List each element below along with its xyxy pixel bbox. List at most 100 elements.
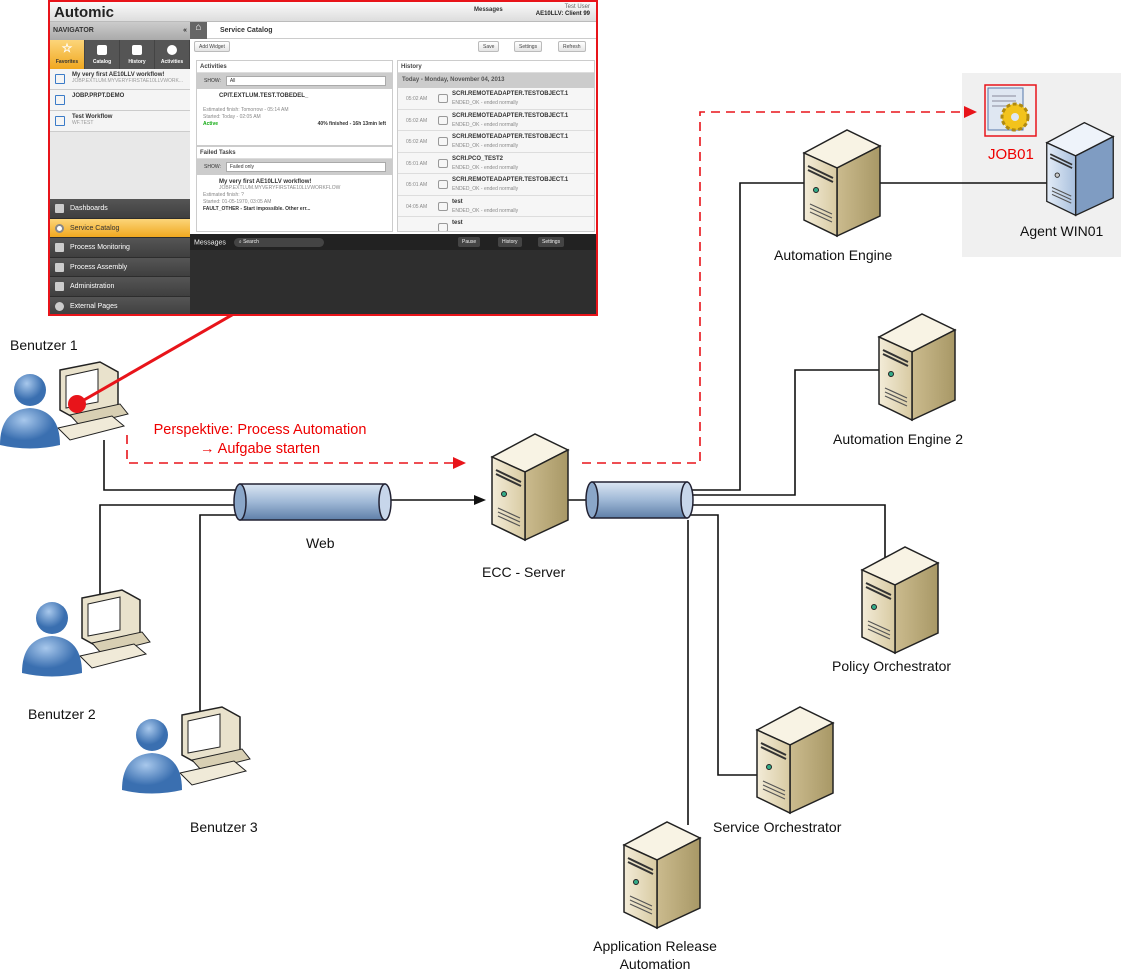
history-status: ENDED_OK - ended normally xyxy=(452,100,519,106)
user-name: Test User xyxy=(564,4,590,10)
show-select[interactable]: All xyxy=(225,76,386,86)
history-row[interactable]: test xyxy=(398,217,594,231)
favorite-item[interactable]: JOBP.PRPT.DEMO xyxy=(50,90,190,111)
history-time: 04:05 AM xyxy=(406,203,428,210)
menu-label: Administration xyxy=(70,283,115,290)
user-client: AE10LLV: Client 99 xyxy=(535,11,590,17)
annotation-line: Perspektive: Process Automation xyxy=(153,422,367,438)
gear-icon xyxy=(55,223,64,233)
job-icon xyxy=(438,201,448,211)
navigator-header: NAVIGATOR« xyxy=(50,22,190,40)
job-label: JOB01 xyxy=(988,146,1034,163)
failed-sub: JOBP.EXTLUM.MYVERYFIRSTAE10LLVWORKFLOW xyxy=(219,185,341,191)
history-name: test xyxy=(452,198,463,205)
collapse-button[interactable]: « xyxy=(183,27,187,34)
tab-catalog[interactable]: Catalog xyxy=(85,40,120,69)
status-badge: Active xyxy=(203,121,219,127)
favorite-title: Test Workflow xyxy=(72,114,113,120)
settings-button[interactable]: Settings xyxy=(514,41,543,52)
history-name: SCRI.REMOTEADAPTER.TESTOBJECT.1 xyxy=(452,91,569,97)
service-orchestrator-label: Service Orchestrator xyxy=(713,819,842,835)
settings-button[interactable]: Settings xyxy=(538,237,565,247)
workflow-icon xyxy=(55,116,65,126)
failed-tasks-panel: Failed Tasks SHOW:Failed only My very fi… xyxy=(196,146,393,232)
add-widget-button[interactable]: Add Widget xyxy=(194,41,230,52)
automation-engine-icon xyxy=(803,129,881,237)
favorite-item[interactable]: My very first AE10LLV workflow!JOBP.EXTL… xyxy=(50,69,190,90)
messages-title: Messages xyxy=(194,239,226,247)
history-status: ENDED_OK - ended normally xyxy=(452,207,519,214)
web-pipe xyxy=(233,483,392,521)
history-status: ENDED_OK - ended normally xyxy=(452,143,519,149)
navigator: NAVIGATOR« ☆Favorites Catalog History Ac… xyxy=(50,22,190,314)
tools-icon xyxy=(55,282,64,291)
annotation-line: → Aufgabe starten xyxy=(199,441,321,457)
panel-title: Failed Tasks xyxy=(197,147,392,159)
history-name: SCRI.REMOTEADAPTER.TESTOBJECT.1 xyxy=(452,134,569,140)
show-select[interactable]: Failed only xyxy=(225,162,386,172)
menu-administration[interactable]: Administration xyxy=(50,277,190,297)
menu-process-assembly[interactable]: Process Assembly xyxy=(50,257,190,277)
home-icon[interactable]: ⌂ xyxy=(190,22,207,39)
job-icon xyxy=(984,84,1037,137)
clock-icon xyxy=(167,45,177,55)
show-label: SHOW: xyxy=(204,78,221,84)
failed-item[interactable]: My very first AE10LLV workflow! JOBP.EXT… xyxy=(197,175,392,216)
history-status: ENDED_OK - ended normally xyxy=(452,186,519,192)
history-button[interactable]: History xyxy=(498,237,522,247)
tab-history[interactable]: History xyxy=(120,40,155,69)
backend-pipe xyxy=(585,481,694,519)
dashboard-icon xyxy=(55,204,64,213)
failed-est: Estimated finish: ? xyxy=(203,192,244,198)
refresh-button[interactable]: Refresh xyxy=(558,41,586,52)
history-time: 05:01 AM xyxy=(406,182,428,188)
messages-search[interactable]: ⌕ Search xyxy=(233,238,324,247)
tab-favorites[interactable]: ☆Favorites xyxy=(50,40,85,69)
messages-button[interactable]: Messages xyxy=(474,7,503,13)
user-3-icon xyxy=(122,706,251,795)
page-title: Service Catalog xyxy=(190,22,596,39)
star-icon: ☆ xyxy=(61,41,73,55)
history-name: SCRI.PCO_TEST2 xyxy=(452,155,504,162)
workflow-icon xyxy=(55,95,65,105)
history-time: 05:01 AM xyxy=(406,160,428,167)
automation-engine-2-icon xyxy=(878,313,956,421)
menu-external-pages[interactable]: External Pages xyxy=(50,296,190,314)
tab-activities[interactable]: Activities xyxy=(155,40,190,69)
menu-service-catalog[interactable]: Service Catalog xyxy=(50,218,190,238)
user-3-label: Benutzer 3 xyxy=(190,819,258,835)
history-name: test xyxy=(452,220,463,226)
menu-process-monitoring[interactable]: Process Monitoring xyxy=(50,238,190,258)
messages-area xyxy=(190,250,596,314)
menu-dashboards[interactable]: Dashboards xyxy=(50,199,190,219)
status-badge: FAULT_OTHER - Start impossible. Other er… xyxy=(203,206,311,212)
history-status: ENDED_OK - ended normally xyxy=(452,121,519,128)
favorite-title: JOBP.PRPT.DEMO xyxy=(72,93,125,99)
menu-label: External Pages xyxy=(70,302,118,310)
globe-icon xyxy=(55,301,64,311)
service-orchestrator-icon xyxy=(756,706,834,814)
activity-item[interactable]: CPIT.EXTLUM.TEST.TOBEDEL_ Estimated fini… xyxy=(197,89,392,131)
save-button[interactable]: Save xyxy=(478,41,500,52)
menu-label: Service Catalog xyxy=(70,224,120,232)
pause-button[interactable]: Pause xyxy=(458,237,481,247)
job-icon xyxy=(438,115,448,125)
menu-label: Dashboards xyxy=(70,205,108,212)
job-icon xyxy=(438,158,448,168)
automation-engine-2-label: Automation Engine 2 xyxy=(833,431,963,447)
annotation: Perspektive: Process Automation → Aufgabe… xyxy=(140,421,380,459)
web-label: Web xyxy=(306,535,335,551)
user-1-icon xyxy=(0,361,129,450)
history-time: 05:02 AM xyxy=(406,96,428,102)
tab-label: History xyxy=(128,59,146,65)
